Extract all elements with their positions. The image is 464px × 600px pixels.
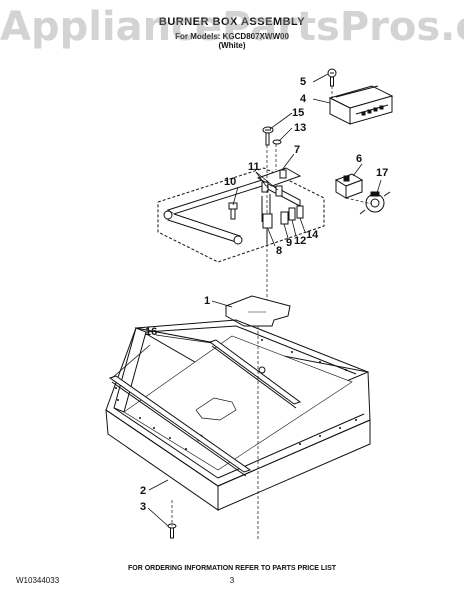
watermark: AppliancePartsPros.com	[0, 4, 464, 50]
callout-4: 4	[300, 93, 307, 105]
leader-lines	[111, 73, 382, 527]
part-1-shield-plate	[225, 295, 291, 327]
part-15-screw	[262, 126, 274, 146]
part-2-burner-box	[105, 319, 371, 511]
assembly-lines	[171, 86, 373, 540]
callout-3: 3	[140, 501, 147, 513]
part-14-fitting	[296, 205, 304, 219]
part-8-valve	[262, 213, 273, 244]
model-color: (White)	[218, 41, 246, 50]
callout-13: 13	[294, 122, 307, 134]
callout-5: 5	[300, 76, 307, 88]
callout-15: 15	[292, 107, 305, 119]
part-5-screw	[327, 68, 337, 87]
page-title: BURNER BOX ASSEMBLY	[158, 16, 306, 28]
part-3-screw	[167, 523, 177, 539]
callout-17: 17	[376, 167, 389, 179]
part-10-orifice	[228, 202, 238, 220]
part-4-control-module	[328, 85, 394, 125]
callout-2: 2	[140, 485, 147, 497]
callout-12: 12	[294, 235, 307, 247]
callout-16: 16	[145, 326, 158, 338]
document-number: W10344033	[16, 576, 60, 585]
callout-11: 11	[248, 161, 260, 173]
part-17-regulator	[359, 191, 391, 215]
part-12-fitting	[288, 207, 296, 221]
callout-7: 7	[294, 144, 301, 156]
callout-6: 6	[356, 153, 363, 165]
part-11-clips	[261, 169, 287, 197]
callout-8: 8	[276, 245, 283, 257]
callout-1: 1	[204, 295, 211, 307]
callout-9: 9	[286, 237, 293, 249]
callout-14: 14	[306, 229, 319, 241]
part-9-fitting	[280, 211, 289, 225]
model-number: For Models: KGCD807XWW00	[175, 32, 289, 41]
part-6-igniter-bracket	[334, 173, 364, 199]
ordering-note: FOR ORDERING INFORMATION REFER TO PARTS …	[127, 565, 337, 572]
callout-10: 10	[224, 176, 237, 188]
page-number: 3	[229, 576, 235, 585]
